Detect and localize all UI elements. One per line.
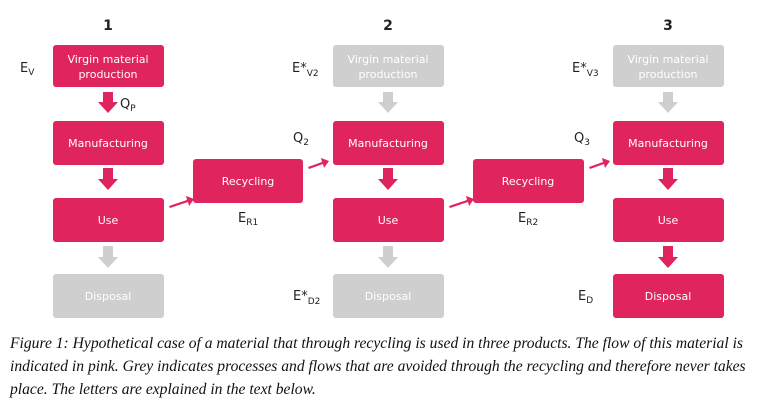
down-arrow-2a (378, 92, 398, 113)
var-ev: EV (20, 61, 35, 78)
virgin-production-label-2-line1: Virgin material (347, 53, 428, 66)
var-er2-sub: R2 (526, 218, 538, 228)
recycling-box-2 (473, 159, 584, 203)
manufacturing-box-2 (333, 121, 444, 165)
var-q2: Q2 (293, 131, 309, 148)
var-q2-sub: 2 (303, 138, 309, 148)
var-q3-sub: 3 (584, 138, 590, 148)
virgin-production-box-3 (613, 45, 724, 87)
down-arrow-1a (98, 92, 118, 113)
use-label-2: Use (378, 214, 399, 227)
down-arrow-2c (378, 246, 398, 268)
recycling-box-1 (193, 159, 303, 203)
arrow-to-recycling-1 (169, 196, 194, 208)
virgin-production-label-2-line2: production (358, 68, 417, 81)
down-arrow-3c (658, 246, 678, 268)
column-2: Virgin material production Manufacturing… (333, 45, 444, 318)
var-er1: ER1 (238, 211, 258, 228)
disposal-label-2: Disposal (365, 290, 412, 303)
disposal-box-1 (53, 274, 164, 318)
down-arrow-1b (98, 168, 118, 190)
var-ed2-sub: D2 (308, 297, 321, 307)
var-ed: ED (578, 289, 593, 306)
var-ed-main: E (578, 289, 586, 304)
column-number-3: 3 (663, 18, 673, 34)
var-er1-sub: R1 (246, 218, 258, 228)
column-3: Virgin material production Manufacturing… (613, 45, 724, 318)
down-arrow-3a (658, 92, 678, 113)
var-q2-main: Q (293, 131, 303, 146)
arrow-from-recycling-2 (589, 158, 610, 169)
column-number-1: 1 (103, 18, 113, 34)
var-ev3: E*V3 (572, 61, 599, 79)
virgin-production-label-1-line1: Virgin material (67, 53, 148, 66)
var-ev-main: E (20, 61, 28, 76)
var-ed-sub: D (586, 296, 593, 306)
recycling-label-2: Recycling (502, 175, 555, 188)
virgin-production-label-1-line2: production (78, 68, 137, 81)
var-ev3-main: E* (572, 61, 587, 76)
var-qp-main: Q (120, 97, 130, 112)
disposal-label-1: Disposal (85, 290, 132, 303)
virgin-production-box-1 (53, 45, 164, 87)
virgin-production-box-2 (333, 45, 444, 87)
use-box-3 (613, 198, 724, 242)
var-qp-sub: P (130, 104, 136, 114)
var-ev3-sub: V3 (587, 69, 599, 79)
recycling-label-1: Recycling (222, 175, 275, 188)
arrow-from-recycling-1 (308, 158, 329, 169)
manufacturing-box-3 (613, 121, 724, 165)
disposal-label-3: Disposal (645, 290, 692, 303)
use-box-2 (333, 198, 444, 242)
down-arrow-1c (98, 246, 118, 268)
manufacturing-label-1: Manufacturing (68, 137, 148, 150)
var-q3: Q3 (574, 131, 590, 148)
var-er2: ER2 (518, 211, 538, 228)
flow-diagram: 1 2 3 Virgin material production Manufac… (20, 18, 724, 318)
var-ev2: E*V2 (292, 61, 319, 79)
arrow-to-recycling-2 (449, 196, 474, 208)
var-ed2: E*D2 (293, 289, 320, 307)
figure-caption: Figure 1: Hypothetical case of a materia… (10, 335, 746, 398)
var-ev2-sub: V2 (307, 69, 319, 79)
var-ev2-main: E* (292, 61, 307, 76)
column-1: Virgin material production Manufacturing… (53, 45, 164, 318)
down-arrow-2b (378, 168, 398, 190)
var-er2-main: E (518, 211, 526, 226)
disposal-box-3 (613, 274, 724, 318)
disposal-box-2 (333, 274, 444, 318)
var-ev-sub: V (28, 68, 35, 78)
use-box-1 (53, 198, 164, 242)
column-number-2: 2 (383, 18, 393, 34)
use-label-3: Use (658, 214, 679, 227)
var-ed2-main: E* (293, 289, 308, 304)
use-label-1: Use (98, 214, 119, 227)
manufacturing-label-2: Manufacturing (348, 137, 428, 150)
var-er1-main: E (238, 211, 246, 226)
virgin-production-label-3-line1: Virgin material (627, 53, 708, 66)
manufacturing-box-1 (53, 121, 164, 165)
var-qp: QP (120, 97, 136, 114)
down-arrow-3b (658, 168, 678, 190)
var-q3-main: Q (574, 131, 584, 146)
virgin-production-label-3-line2: production (638, 68, 697, 81)
manufacturing-label-3: Manufacturing (628, 137, 708, 150)
